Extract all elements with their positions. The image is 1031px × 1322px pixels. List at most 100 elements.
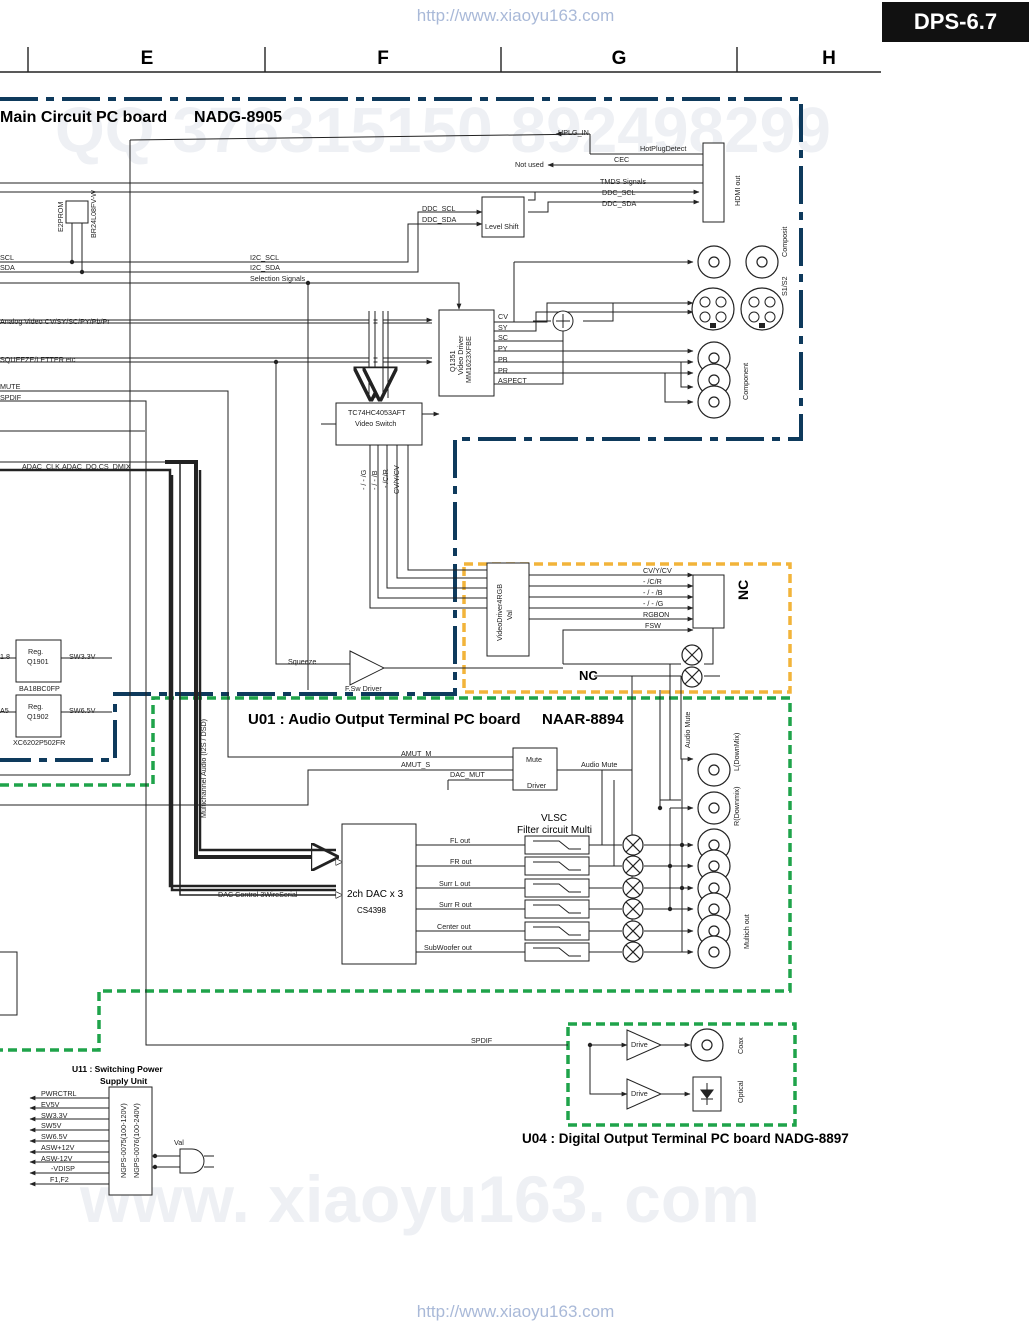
label-ct: Center out	[437, 922, 471, 931]
label-sw6v5: SW6.5V	[41, 1132, 68, 1141]
nc-label-bottom: NC	[579, 668, 598, 683]
label-sw: SubWoofer out	[424, 943, 472, 952]
digital-board-outline	[566, 1022, 797, 1127]
label-ev5v: EV5V	[41, 1100, 60, 1109]
label-e2prom-part: BR24L08FV-W	[89, 190, 98, 238]
label-drive2: Drive	[631, 1089, 648, 1098]
column-label-e: E	[141, 48, 154, 69]
s-video-jack-1	[691, 287, 735, 331]
label-sw-r: - /C/R	[381, 469, 390, 488]
label-rgb-r: - /C/R	[643, 577, 662, 586]
l-downmix-jack	[697, 753, 731, 787]
column-label-g: G	[612, 48, 627, 69]
label-asw12p: ASW+12V	[41, 1143, 75, 1152]
label-rgbon: RGBON	[643, 610, 669, 619]
label-a5: A5	[0, 706, 9, 715]
label-1v8: 1.8	[0, 652, 10, 661]
main-board-outline	[0, 97, 803, 762]
label-ba18: BA18BC0FP	[19, 684, 60, 693]
label-mute-box: Mute	[526, 755, 542, 764]
filter-fl	[524, 835, 590, 855]
label-coax: Coax	[736, 1037, 745, 1054]
label-ddc-scl-right: DDC_SCL	[602, 188, 636, 197]
label-spdif-left: SPDIF	[0, 393, 22, 402]
r-downmix-jack	[697, 791, 731, 825]
label-fl: FL out	[450, 836, 470, 845]
nc-label-top: NC	[735, 580, 751, 600]
label-rgb-cv: CV/Y/CV	[643, 566, 672, 575]
label-i2c-scl: I2C_SCL	[250, 253, 279, 262]
component-jack-pr	[697, 385, 731, 419]
label-video-switch-part: TC74HC4053AFT	[348, 408, 406, 417]
watermark-big: www. xiaoyu163. com	[79, 1162, 760, 1236]
label-squeeze-letter: SQUEEZE/LETTER etc	[0, 355, 76, 364]
label-dac: 2ch DAC x 3	[347, 889, 404, 900]
label-fsw: FSW	[645, 621, 661, 630]
label-fsw-driver: F.Sw Driver	[345, 684, 382, 693]
label-multich-audio: Multichannel Audio (I2S / DSD)	[199, 719, 208, 818]
label-video-switch: Video Switch	[355, 419, 396, 428]
label-q1901: Q1901	[27, 657, 49, 666]
column-label-h: H	[822, 48, 836, 69]
label-dac-part: CS4398	[357, 906, 386, 915]
bottom-watermark-url: http://www.xiaoyu163.com	[416, 1302, 615, 1321]
label-l-downmix: L(DownMix)	[732, 733, 741, 771]
label-composit: Composit	[780, 227, 789, 257]
label-squeeze: Squeeze	[288, 657, 316, 666]
vca-fr	[622, 855, 644, 877]
label-sw5v: SW5V	[41, 1121, 62, 1130]
vca-sl	[622, 877, 644, 899]
label-amut-s: AMUT_S	[401, 760, 430, 769]
label-vdrgb: VideoDriver4RGB	[495, 584, 504, 641]
label-multich-out: Multich out	[742, 914, 751, 949]
column-header	[0, 47, 881, 73]
label-hplg-in: HPLG_IN	[558, 128, 589, 137]
label-sl: Surr L out	[439, 879, 470, 888]
label-hdmi-out: HDMI out	[733, 176, 742, 206]
label-vd-pb: PB	[498, 355, 508, 364]
label-video-driver: Video Driver	[456, 335, 465, 375]
label-q1351-part: MM1623XFBE	[464, 336, 473, 383]
label-val2: Val	[174, 1138, 184, 1147]
label-vdisp: -VDISP	[51, 1164, 75, 1173]
label-u11-line1: U11 : Switching Power	[72, 1064, 163, 1074]
label-selection: Selection Signals	[250, 274, 306, 283]
label-val1: Val	[505, 610, 514, 620]
label-r-downmix: R(Downmix)	[732, 786, 741, 826]
nc-board-outline	[462, 562, 792, 694]
vca-ct	[622, 920, 644, 942]
multich-jack-sw	[697, 935, 731, 969]
label-reg2: Reg.	[28, 702, 43, 711]
vca-mute-2	[681, 666, 703, 688]
label-dac-mut: DAC_MUT	[450, 770, 485, 779]
label-sw33v: SW3.3V	[69, 652, 96, 661]
label-component: Component	[741, 363, 750, 400]
filter-ct	[524, 921, 590, 941]
label-pwrctrl: PWRCTRL	[41, 1089, 77, 1098]
label-tmds: TMDS Signals	[600, 177, 646, 186]
label-spdif: SPDIF	[471, 1036, 493, 1045]
label-sw-g: - / - /G	[359, 469, 368, 490]
label-driver-box: Driver	[527, 781, 547, 790]
label-sw3v3: SW3.3V	[41, 1111, 68, 1120]
label-cec: CEC	[614, 155, 629, 164]
label-fr: FR out	[450, 857, 472, 866]
label-drive1: Drive	[631, 1040, 648, 1049]
label-ddc-sda-right: DDC_SDA	[602, 199, 637, 208]
composit-jack-1	[697, 245, 731, 279]
label-scl: SCL	[0, 253, 14, 262]
label-ngps1: NGPS-0075(100-120V)	[119, 1103, 128, 1178]
label-vd-sc: SC	[498, 333, 508, 342]
filter-sw	[524, 942, 590, 962]
filter-sr	[524, 899, 590, 919]
top-watermark-url: http://www.xiaoyu163.com	[416, 6, 615, 25]
label-ddc-sda-left: DDC_SDA	[422, 215, 457, 224]
label-level-shift: Level Shift	[485, 222, 519, 231]
label-not-used: Not used	[515, 160, 544, 169]
label-ddc-scl-left: DDC_SCL	[422, 204, 456, 213]
u01-board-id: NAAR-8894	[542, 711, 624, 728]
vca-sw	[622, 941, 644, 963]
label-f1f2: F1,F2	[50, 1175, 69, 1184]
label-ngps2: NGPS-0076(100-240V)	[132, 1103, 141, 1178]
